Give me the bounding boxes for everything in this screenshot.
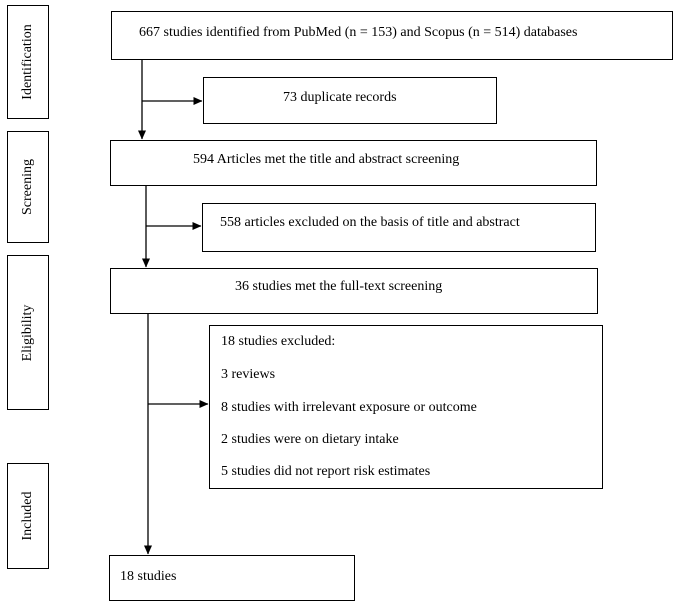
phase-eligibility: Eligibility — [7, 255, 49, 410]
excluded-full-text-heading: 18 studies excluded: — [221, 334, 336, 349]
exclusion-reason: 5 studies did not report risk estimates — [221, 464, 431, 479]
exclusion-reason: 8 studies with irrelevant exposure or ou… — [221, 400, 477, 415]
identified-box: 667 studies identified from PubMed (n = … — [111, 11, 673, 60]
excluded-title-abstract-text: 558 articles excluded on the basis of ti… — [220, 215, 520, 230]
included-text: 18 studies — [120, 569, 177, 584]
duplicates-text: 73 duplicate records — [283, 90, 397, 105]
included-box: 18 studies — [109, 555, 355, 601]
phase-identification: Identification — [7, 5, 49, 119]
exclusion-reason: 3 reviews — [221, 367, 276, 382]
duplicates-box: 73 duplicate records — [203, 77, 497, 124]
excluded-title-abstract-box: 558 articles excluded on the basis of ti… — [202, 203, 596, 252]
title-abstract-screening-text: 594 Articles met the title and abstract … — [193, 152, 460, 167]
phase-screening: Screening — [7, 131, 49, 243]
full-text-screening-box: 36 studies met the full-text screening — [110, 268, 598, 314]
phase-included: Included — [7, 463, 49, 569]
exclusion-reason: 2 studies were on dietary intake — [221, 432, 399, 447]
full-text-screening-text: 36 studies met the full-text screening — [235, 279, 443, 294]
identified-text: 667 studies identified from PubMed (n = … — [139, 25, 578, 40]
title-abstract-screening-box: 594 Articles met the title and abstract … — [110, 140, 597, 186]
excluded-full-text-box: 18 studies excluded: 3 reviews 8 studies… — [209, 325, 603, 489]
